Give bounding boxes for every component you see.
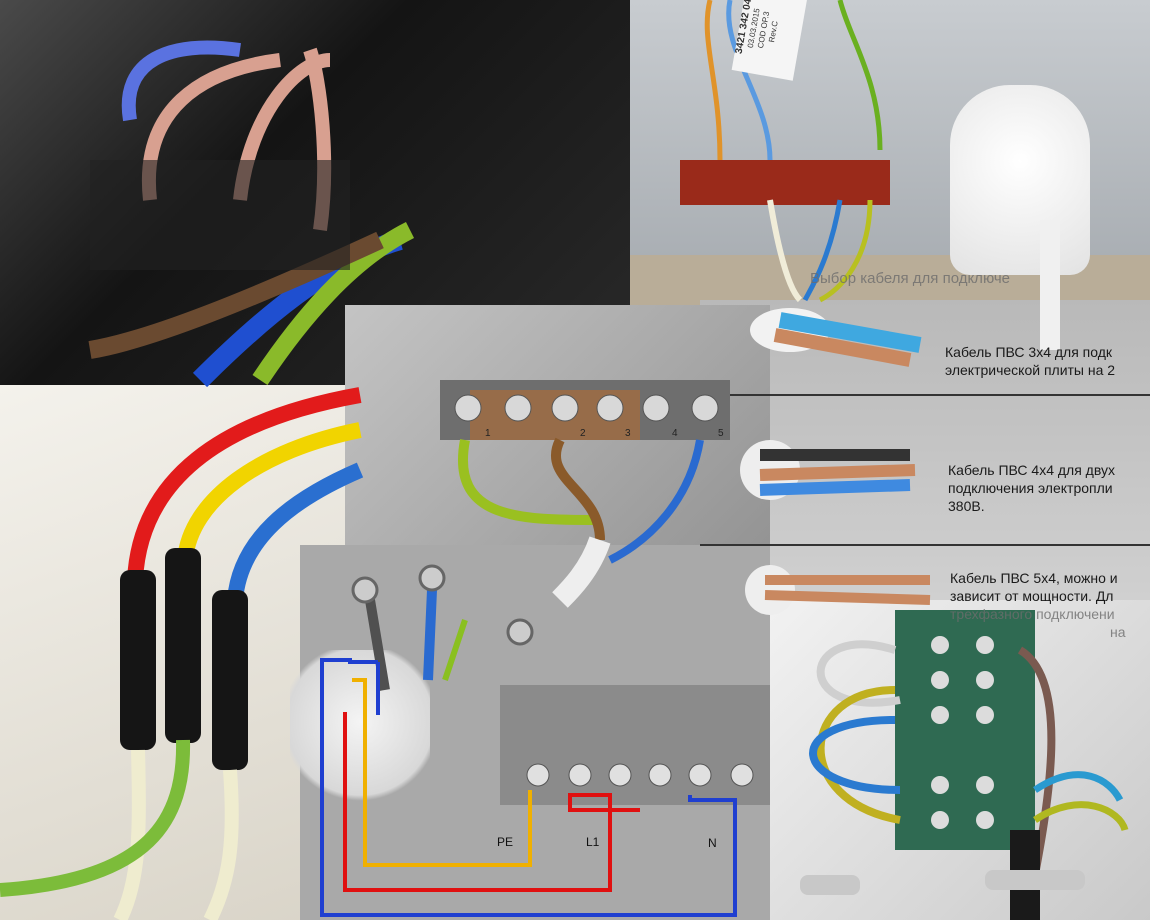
terminal-number-2: 2 — [580, 428, 586, 439]
plug-photo-top-right — [950, 85, 1090, 275]
white-wire-1 — [113, 749, 146, 920]
neutral-line — [320, 658, 737, 917]
label-l1: L1 — [586, 835, 600, 849]
heat-shrink-1 — [120, 570, 156, 750]
cable-4x4-line-3: 380В. — [948, 498, 985, 514]
terminal-block-photo-bottom — [500, 685, 770, 805]
cable-5x4-line-1: Кабель ПВС 5х4, можно и — [950, 570, 1118, 586]
cable-choice-heading: Выбор кабеля для подключе — [810, 270, 1011, 287]
phase-line — [343, 712, 640, 892]
cable-3x4-line-1: Кабель ПВС 3х4 для подк — [945, 344, 1113, 360]
plug-socket-photo — [290, 650, 430, 810]
cable-4x4-line-1: Кабель ПВС 4х4 для двух — [948, 462, 1115, 478]
label-pe: PE — [497, 835, 514, 849]
white-wire-2 — [203, 769, 239, 920]
green-yellow-wire — [0, 739, 191, 897]
terminal-number-3: 3 — [625, 428, 631, 439]
terminal-number-1: 1 — [485, 428, 491, 439]
yellow-wire — [177, 422, 362, 562]
cable-5x4-line-2: зависит от мощности. Дл — [950, 588, 1114, 604]
cable-5x4-line-3: трехфазного подключени — [950, 606, 1115, 622]
terminal-number-5: 5 — [718, 428, 724, 439]
terminal-number-4: 4 — [672, 428, 678, 439]
cable-4x4-line-2: подключения электропли — [948, 480, 1113, 496]
label-n: N — [708, 836, 717, 850]
earth-line — [352, 678, 532, 867]
cable-5x4-line-4: на — [1110, 624, 1126, 640]
red-wire — [127, 387, 362, 581]
heat-shrink-3 — [212, 590, 248, 770]
blue-wire — [227, 462, 364, 601]
cable-3x4-line-2: электрической плиты на 2 — [945, 362, 1116, 378]
heat-shrink-2 — [165, 548, 201, 743]
